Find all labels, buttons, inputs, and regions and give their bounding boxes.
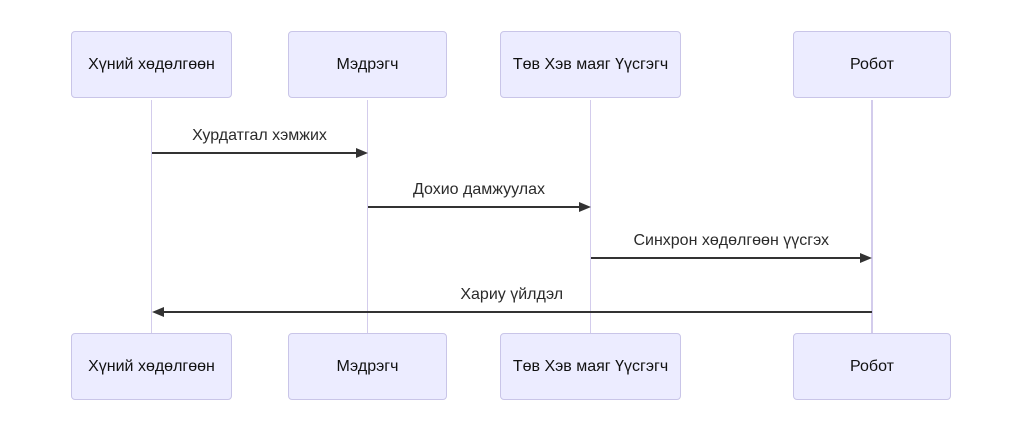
actor-label-cpg: Төв Хэв маяг Үүсгэгч: [512, 357, 669, 375]
arrowhead-left-icon: [151, 307, 164, 317]
actor-label-robot: Робот: [850, 357, 894, 375]
message-line: [590, 257, 862, 259]
message-line: [161, 311, 872, 313]
arrowhead-right-icon: [355, 148, 368, 158]
lifeline-human: [150, 100, 153, 333]
message-generate-synchronous-motion: Синхрон хөдөлгөөн үүсгэх: [590, 231, 872, 265]
actor-box-robot-top: Робот: [793, 31, 951, 98]
message-response-action: Хариу үйлдэл: [151, 285, 872, 319]
actor-label-cpg: Төв Хэв маяг Үүсгэгч: [512, 55, 669, 73]
message-label: Хариу үйлдэл: [460, 286, 564, 303]
lifeline-robot: [871, 100, 873, 333]
actor-box-robot-bottom: Робот: [793, 333, 951, 400]
message-measure-acceleration: Хурдатгал хэмжих: [151, 126, 368, 160]
actor-box-cpg-top: Төв Хэв маяг Үүсгэгч: [500, 31, 681, 98]
actor-box-sensor-bottom: Мэдрэгч: [288, 333, 447, 400]
message-label: Хурдатгал хэмжих: [192, 127, 327, 144]
actor-box-cpg-bottom: Төв Хэв маяг Үүсгэгч: [500, 333, 681, 400]
message-line: [367, 206, 581, 208]
message-label: Синхрон хөдөлгөөн үүсгэх: [633, 232, 830, 249]
actor-label-human: Хүний хөдөлгөөн: [88, 55, 215, 73]
message-line: [151, 152, 358, 154]
actor-label-human: Хүний хөдөлгөөн: [88, 357, 215, 375]
lifeline-sensor: [366, 100, 369, 333]
message-transmit-signal: Дохио дамжуулах: [367, 180, 591, 214]
actor-box-human-bottom: Хүний хөдөлгөөн: [71, 333, 232, 400]
arrowhead-right-icon: [578, 202, 591, 212]
arrowhead-right-icon: [860, 253, 872, 263]
actor-label-robot: Робот: [850, 55, 894, 73]
actor-box-human-top: Хүний хөдөлгөөн: [71, 31, 232, 98]
message-label: Дохио дамжуулах: [412, 181, 546, 198]
actor-box-sensor-top: Мэдрэгч: [288, 31, 447, 98]
actor-label-sensor: Мэдрэгч: [336, 55, 399, 73]
actor-label-sensor: Мэдрэгч: [336, 357, 399, 375]
lifeline-cpg: [589, 100, 592, 333]
